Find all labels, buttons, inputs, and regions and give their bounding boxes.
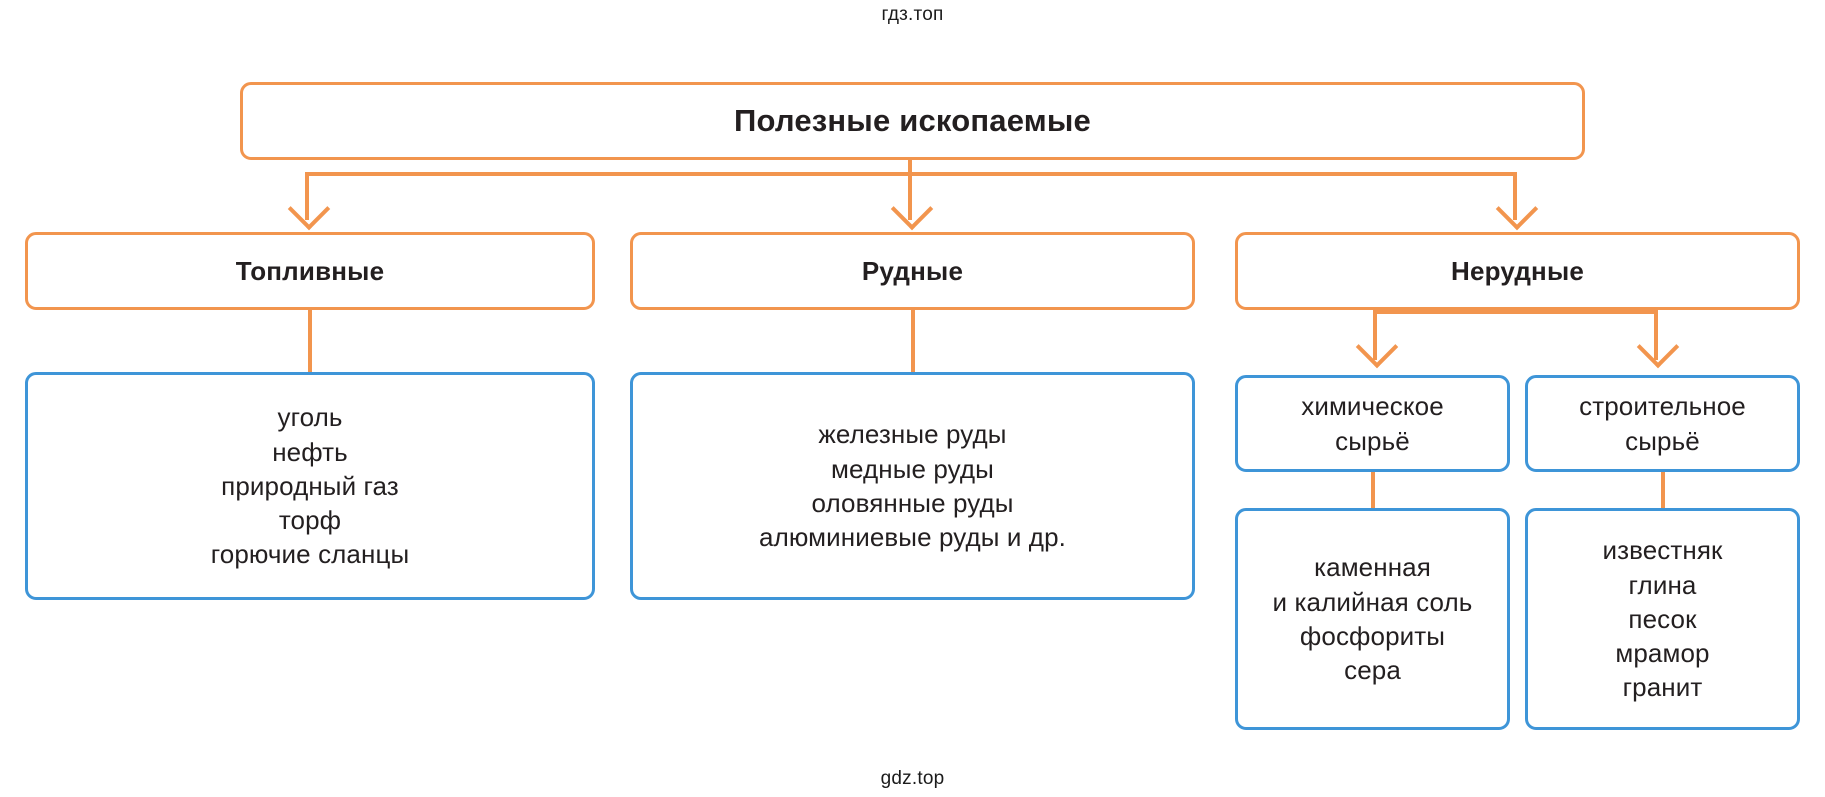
category-label-ore: Рудные	[861, 255, 964, 286]
subcategory-label-chemical: химическое сырьё	[1238, 389, 1507, 458]
category-label-fuel: Топливные	[235, 255, 385, 286]
nonmetallic-bus	[1373, 310, 1656, 314]
chemical-items-list: каменная и калийная соль фосфориты сера	[1238, 550, 1507, 687]
connector-construction-to-items	[1661, 472, 1665, 508]
list-item: оловянные руды	[811, 488, 1014, 518]
category-label-nonmetallic: Нерудные	[1450, 255, 1585, 286]
watermark-top: гдз.топ	[881, 4, 944, 25]
root-stem	[908, 160, 912, 174]
ore-items-list: железные руды медные руды оловянные руды…	[633, 417, 1192, 554]
connector-nonmetallic-to-chemical	[1373, 310, 1377, 360]
category-node-ore: Рудные	[630, 232, 1195, 310]
list-item: глина	[1628, 569, 1697, 600]
list-item: медные руды	[831, 453, 994, 484]
connector-root-to-ore	[908, 172, 912, 220]
arrowhead-root-to-ore	[890, 187, 934, 231]
connector-nonmetallic-to-construction	[1654, 310, 1658, 360]
subcategory-node-construction: строительное сырьё	[1525, 375, 1800, 472]
list-item: природный газ	[221, 470, 399, 501]
subcategory-node-chemical: химическое сырьё	[1235, 375, 1510, 472]
list-item: и калийная соль	[1272, 586, 1473, 617]
leaf-node-ore-items: железные руды медные руды оловянные руды…	[630, 372, 1195, 600]
arrowhead-root-to-nonmetallic	[1495, 187, 1539, 231]
list-item: нефть	[272, 436, 348, 467]
connector-fuel-to-items	[308, 310, 312, 372]
list-item: гранит	[1622, 672, 1703, 703]
construction-items-list: известняк глина песок мрамор гранит	[1528, 533, 1797, 705]
subcategory-label-chemical-line1: химическое	[1301, 391, 1444, 422]
subcategory-label-chemical-line2: сырьё	[1335, 425, 1410, 456]
arrowhead-nonmetallic-to-chemical	[1355, 325, 1399, 369]
list-item: алюминиевые руды и др.	[759, 522, 1066, 553]
leaf-node-construction-items: известняк глина песок мрамор гранит	[1525, 508, 1800, 730]
fuel-items-list: уголь нефть природный газ торф горючие с…	[28, 400, 592, 572]
list-item: мрамор	[1615, 638, 1710, 669]
root-node: Полезные ископаемые	[240, 82, 1585, 160]
watermark-bottom: gdz.top	[880, 768, 945, 789]
list-item: торф	[278, 505, 342, 536]
connector-root-to-nonmetallic	[1513, 172, 1517, 220]
subcategory-label-construction-line1: строительное	[1579, 391, 1746, 422]
category-node-nonmetallic: Нерудные	[1235, 232, 1800, 310]
connector-ore-to-items	[911, 310, 915, 372]
subcategory-label-construction-line2: сырьё	[1625, 425, 1700, 456]
list-item: уголь	[277, 402, 343, 433]
list-item: известняк	[1602, 535, 1723, 566]
connector-root-to-fuel	[305, 172, 309, 220]
category-node-fuel: Топливные	[25, 232, 595, 310]
list-item: песок	[1628, 603, 1697, 634]
connector-chemical-to-items	[1371, 472, 1375, 508]
list-item: каменная	[1314, 552, 1431, 583]
list-item: фосфориты	[1299, 621, 1446, 651]
root-label: Полезные ископаемые	[733, 102, 1091, 138]
list-item: горючие сланцы	[210, 539, 410, 570]
list-item: сера	[1344, 655, 1401, 686]
leaf-node-chemical-items: каменная и калийная соль фосфориты сера	[1235, 508, 1510, 730]
leaf-node-fuel-items: уголь нефть природный газ торф горючие с…	[25, 372, 595, 600]
arrowhead-root-to-fuel	[287, 187, 331, 231]
list-item: железные руды	[818, 419, 1007, 450]
subcategory-label-construction: строительное сырьё	[1528, 389, 1797, 458]
arrowhead-nonmetallic-to-construction	[1636, 325, 1680, 369]
